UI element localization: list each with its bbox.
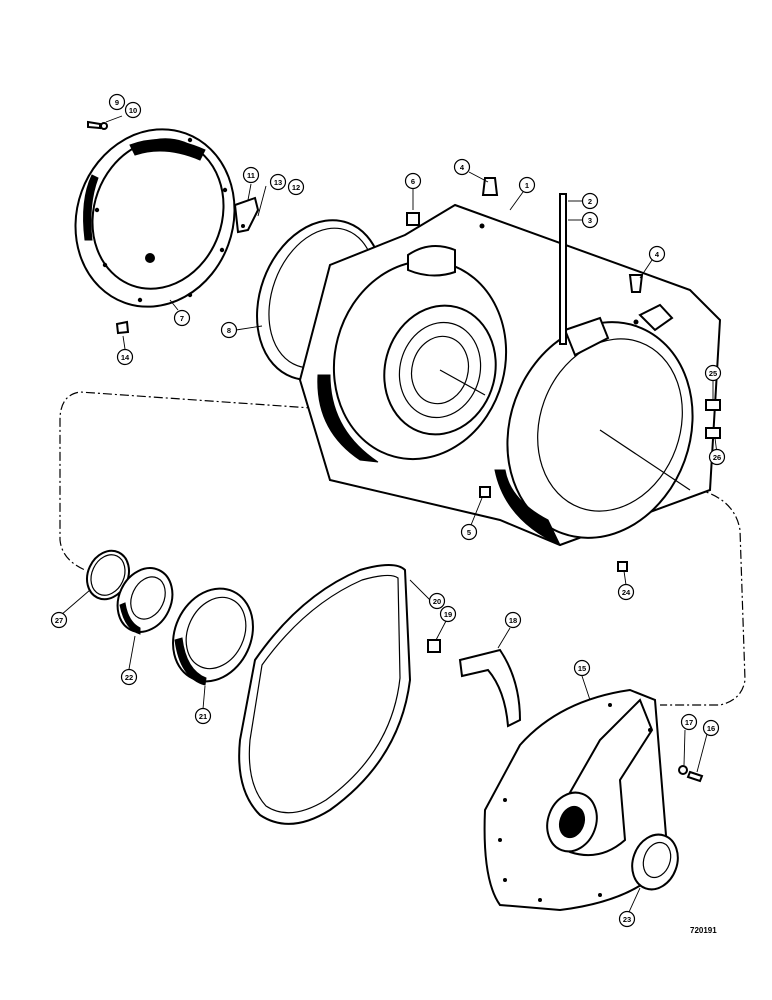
assembly-boundary-line (59, 391, 746, 706)
svg-text:13: 13 (274, 178, 282, 187)
seal-23 (631, 833, 679, 891)
svg-text:27: 27 (55, 616, 63, 625)
cover-gasket-20 (238, 564, 412, 825)
callout-17: 17 (680, 713, 698, 731)
svg-text:15: 15 (578, 664, 586, 673)
svg-text:11: 11 (247, 171, 255, 180)
svg-text:26: 26 (713, 453, 721, 462)
callout-8: 8 (220, 321, 238, 339)
callout-6: 6 (404, 172, 422, 190)
rear-cover-15 (483, 688, 670, 912)
fill-plug-6 (406, 212, 420, 226)
seal-ring-21 (172, 587, 254, 686)
callout-10: 10 (124, 101, 142, 119)
callout-4-right: 4 (648, 245, 666, 263)
svg-text:19: 19 (444, 610, 452, 619)
svg-text:24: 24 (622, 588, 631, 597)
drain-plug-14 (115, 320, 130, 335)
callout-15: 15 (573, 659, 591, 677)
svg-text:4: 4 (460, 163, 465, 172)
callout-19: 19 (439, 605, 457, 623)
breather-4-right (628, 274, 644, 293)
cover-bolt (87, 120, 108, 130)
callout-21: 21 (194, 707, 212, 725)
catalog-id: 720191 (690, 926, 717, 935)
callout-7: 7 (173, 309, 191, 327)
callout-14: 14 (116, 348, 134, 366)
svg-text:14: 14 (121, 353, 130, 362)
callout-25: 25 (704, 364, 722, 382)
callout-22: 22 (120, 668, 138, 686)
oil-seal-22 (116, 567, 174, 635)
svg-text:18: 18 (509, 616, 517, 625)
svg-text:17: 17 (685, 718, 693, 727)
svg-text:5: 5 (467, 528, 471, 537)
svg-text:2: 2 (588, 197, 592, 206)
bolt-19 (427, 639, 441, 653)
callout-13: 13 (269, 173, 287, 191)
leader-lines (60, 115, 718, 913)
svg-text:12: 12 (292, 183, 300, 192)
latch-bracket (233, 196, 260, 234)
callout-9: 9 (108, 93, 126, 111)
svg-text:7: 7 (180, 314, 184, 323)
callout-3: 3 (581, 211, 599, 229)
drain-plug-5 (479, 486, 491, 498)
main-housing (298, 203, 722, 547)
bolt-16 (686, 770, 704, 783)
svg-text:21: 21 (199, 712, 207, 721)
callout-12: 12 (287, 178, 305, 196)
front-cover-ring (74, 128, 236, 308)
stud (559, 193, 567, 345)
fitting-25 (705, 399, 721, 411)
callout-4-top: 4 (453, 158, 471, 176)
svg-text:9: 9 (115, 98, 119, 107)
drain-plug-24 (617, 561, 628, 572)
svg-text:16: 16 (707, 724, 715, 733)
svg-text:23: 23 (623, 915, 631, 924)
svg-text:6: 6 (411, 177, 415, 186)
svg-text:10: 10 (129, 106, 137, 115)
callout-2: 2 (581, 192, 599, 210)
svg-text:1: 1 (525, 181, 529, 190)
breather-4-top (481, 177, 499, 196)
svg-text:22: 22 (125, 673, 133, 682)
callout-26: 26 (708, 448, 726, 466)
callout-11: 11 (242, 166, 260, 184)
svg-text:3: 3 (588, 216, 592, 225)
washer-17 (678, 765, 688, 775)
callout-1: 1 (518, 176, 536, 194)
snap-ring (86, 549, 130, 601)
svg-text:4: 4 (655, 250, 660, 259)
callout-5: 5 (460, 523, 478, 541)
callout-24: 24 (617, 583, 635, 601)
svg-text:25: 25 (709, 369, 717, 378)
svg-text:20: 20 (433, 597, 441, 606)
callout-18: 18 (504, 611, 522, 629)
svg-text:8: 8 (227, 326, 231, 335)
callout-23: 23 (618, 910, 636, 928)
callout-16: 16 (702, 719, 720, 737)
callout-20: 20 (428, 592, 446, 610)
fitting-26 (705, 427, 721, 439)
callout-27: 27 (50, 611, 68, 629)
wear-block-18 (458, 648, 522, 728)
